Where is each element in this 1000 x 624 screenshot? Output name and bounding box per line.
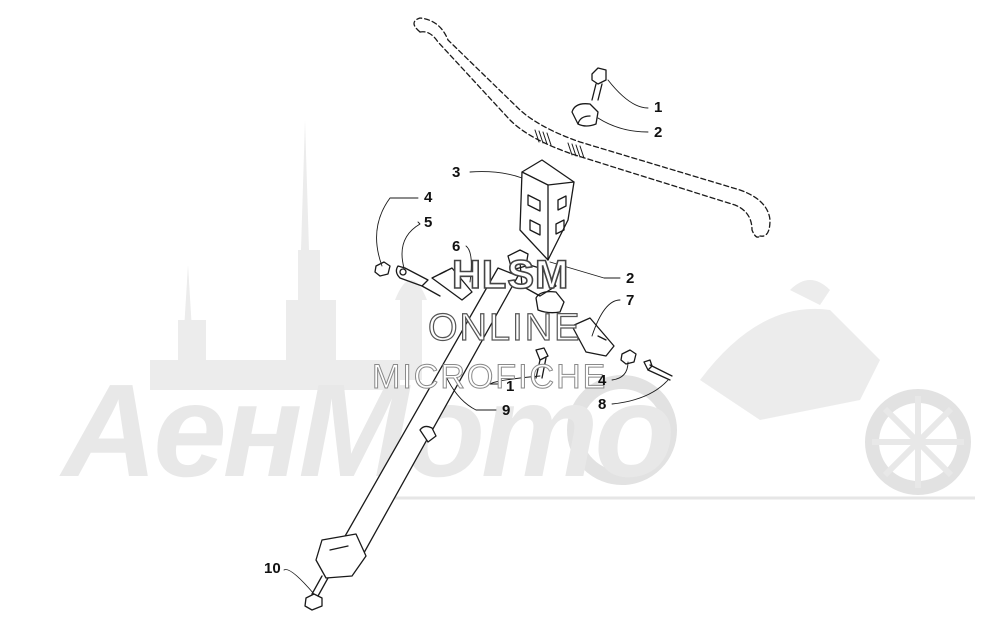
callout-label: 6 xyxy=(452,238,461,255)
leader-lines xyxy=(283,79,669,595)
nut-4-right xyxy=(620,349,637,365)
callout-label: 2 xyxy=(654,124,663,141)
bolt-10 xyxy=(304,575,329,611)
handlebar xyxy=(413,17,771,238)
bolt-1-lower xyxy=(535,347,549,379)
callout-label: 5 xyxy=(424,214,433,231)
steering-post-9 xyxy=(315,267,519,579)
callout-label: 4 xyxy=(598,372,607,389)
callout-label: 10 xyxy=(264,560,281,577)
callout-label: 8 xyxy=(598,396,607,413)
nut-4-left xyxy=(374,261,391,277)
callout-label: 1 xyxy=(506,378,515,395)
clamp-2-top xyxy=(571,103,599,127)
callout-label: 9 xyxy=(502,402,511,419)
bracket-7 xyxy=(571,317,615,357)
callout-label: 2 xyxy=(626,270,635,287)
callout-label: 3 xyxy=(452,164,461,181)
riser-3 xyxy=(519,159,575,261)
stud-clamp xyxy=(507,249,565,314)
bolt-1-top xyxy=(591,67,607,101)
callout-label: 4 xyxy=(424,189,433,206)
callout-label: 1 xyxy=(654,99,663,116)
arm-5 xyxy=(395,265,441,297)
bracket-6 xyxy=(431,267,473,301)
callout-label: 7 xyxy=(626,292,635,309)
knurl-marks xyxy=(534,129,585,159)
bolt-8 xyxy=(643,359,673,381)
